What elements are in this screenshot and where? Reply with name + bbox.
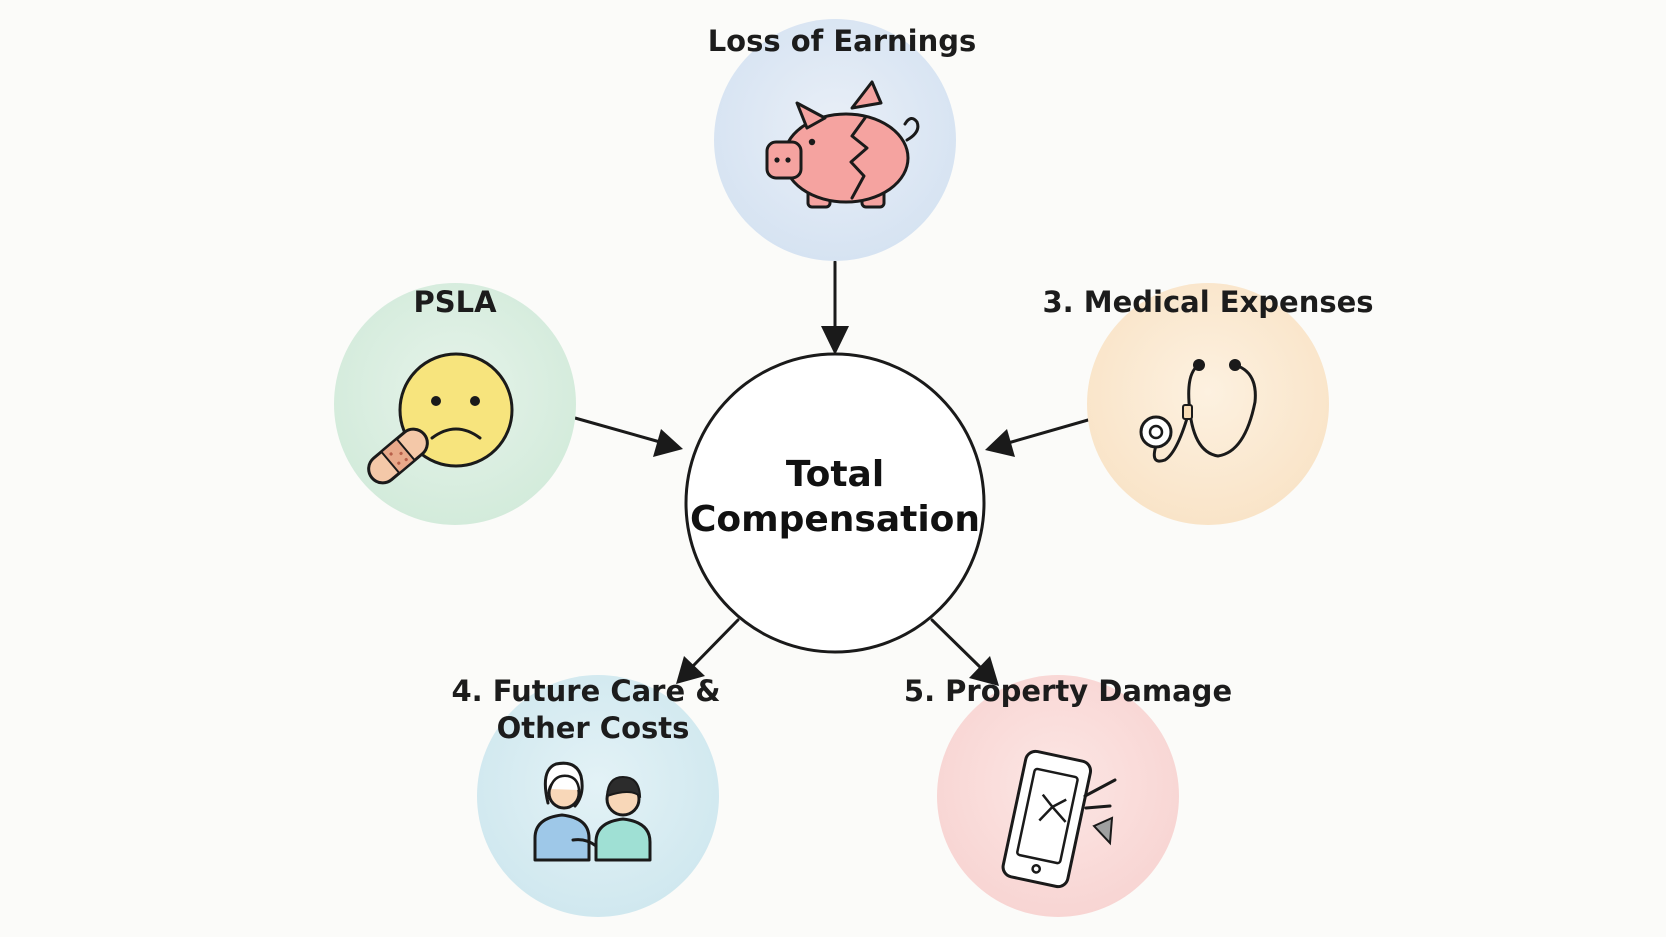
center-node: Total Compensation bbox=[684, 352, 986, 654]
center-title-line2: Compensation bbox=[690, 499, 980, 540]
arrow-center-to-property-damage bbox=[930, 618, 999, 686]
node-label-line2: Other Costs bbox=[497, 711, 690, 745]
node-psla: PSLA bbox=[334, 283, 576, 525]
broken-piggy-bank-icon bbox=[765, 80, 920, 209]
caregiver-and-patient-icon bbox=[533, 761, 652, 862]
arrow-center-to-future-care bbox=[676, 618, 740, 684]
node-medical-expenses: 3. Medical Expenses bbox=[1042, 283, 1374, 525]
node-property-damage: 5. Property Damage bbox=[904, 674, 1232, 917]
node-label: 5. Property Damage bbox=[904, 674, 1232, 708]
node-future-care: 4. Future Care & Other Costs bbox=[451, 674, 721, 917]
node-loss-of-earnings: Loss of Earnings bbox=[708, 19, 977, 261]
node-label: 3. Medical Expenses bbox=[1042, 285, 1373, 319]
arrow-psla-to-center bbox=[573, 416, 683, 457]
arrow-loss-of-earnings-to-center bbox=[821, 260, 849, 355]
node-label: PSLA bbox=[413, 285, 497, 319]
cracked-phone-icon bbox=[1001, 749, 1117, 889]
node-label: Loss of Earnings bbox=[708, 24, 977, 58]
node-label-line1: 4. Future Care & bbox=[451, 674, 720, 708]
arrow-medical-expenses-to-center bbox=[985, 416, 1097, 457]
sad-face-with-bandage-icon bbox=[367, 352, 514, 485]
center-title-line1: Total bbox=[786, 454, 884, 495]
node-circle bbox=[1087, 283, 1329, 525]
center-circle bbox=[684, 352, 986, 654]
stethoscope-icon bbox=[1139, 359, 1257, 463]
